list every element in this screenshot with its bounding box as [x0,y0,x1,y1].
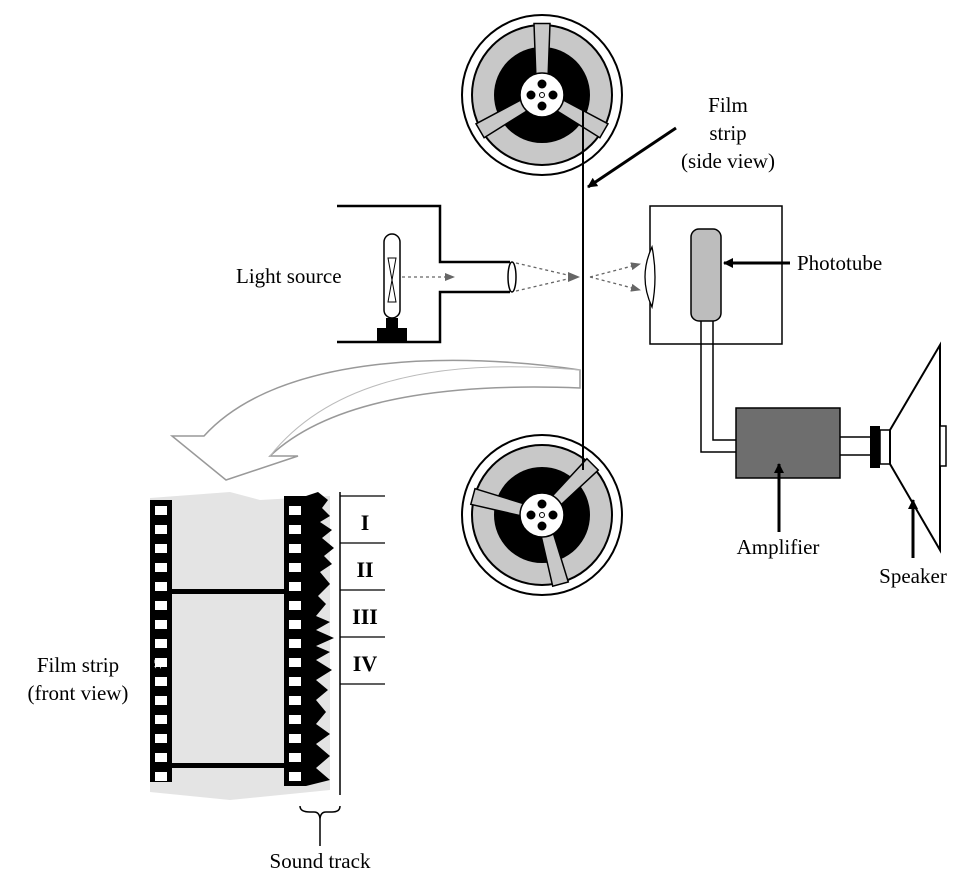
film-perforation [289,563,301,572]
film-perforation [155,696,167,705]
sound-track-waveform [306,492,334,786]
film-front-label-1: Film strip [37,653,119,677]
film-perforation [155,525,167,534]
film-perforation [155,658,167,667]
film-perforation [289,506,301,515]
film-side-label-3: (side view) [681,149,775,173]
light-source-label: Light source [236,264,342,288]
film-side-pointer-arrow [587,126,677,189]
film-perforation [289,772,301,781]
top-reel [461,14,623,176]
film-perforation [155,753,167,762]
film-perforation [289,620,301,629]
frame-number: 15 [153,659,163,669]
phototube [690,228,722,322]
track-section-II: II [356,557,373,582]
film-perforation [289,582,301,591]
film-perforation [155,620,167,629]
phototube-cable [700,321,736,453]
reel-spoke [533,22,551,75]
film-perforation [155,715,167,724]
film-front-label-2: (front view) [28,681,129,705]
film-perforation [289,677,301,686]
speaker-label: Speaker [879,564,947,588]
track-section-IV: IV [353,651,378,676]
film-perforation [155,734,167,743]
curved-transition-arrow [169,359,581,481]
film-perforation [289,753,301,762]
beam-focus-arrow [568,272,580,282]
track-section-I: I [361,510,370,535]
track-section-III: III [352,604,378,629]
film-perforation [155,563,167,572]
film-perforation [155,601,167,610]
film-perforation [289,601,301,610]
amplifier [735,407,841,479]
light-beams [402,260,687,294]
film-perforation [289,696,301,705]
film-perforation [289,658,301,667]
phototube-label: Phototube [797,251,882,275]
film-perforation [289,525,301,534]
film-perforation [155,677,167,686]
track-section-markers [339,492,385,795]
film-strip-front: 15 [150,492,334,800]
sound-track-label: Sound track [270,849,371,873]
film-side-label-1: Film [708,93,748,117]
speaker [870,341,947,554]
film-perforation [155,506,167,515]
film-perforation [289,715,301,724]
speaker-cable [840,436,870,456]
film-perforation [289,734,301,743]
film-perforation [155,582,167,591]
film-perforation [289,544,301,553]
film-perforation [155,544,167,553]
light-source-housing [337,204,517,344]
film-perforation [289,639,301,648]
sound-track-bracket [299,805,341,821]
amplifier-label: Amplifier [737,535,820,559]
film-perforation [155,639,167,648]
phototube-lens [644,244,656,310]
film-perforation [155,772,167,781]
bottom-reel [461,434,623,596]
film-side-label-2: strip [709,121,746,145]
